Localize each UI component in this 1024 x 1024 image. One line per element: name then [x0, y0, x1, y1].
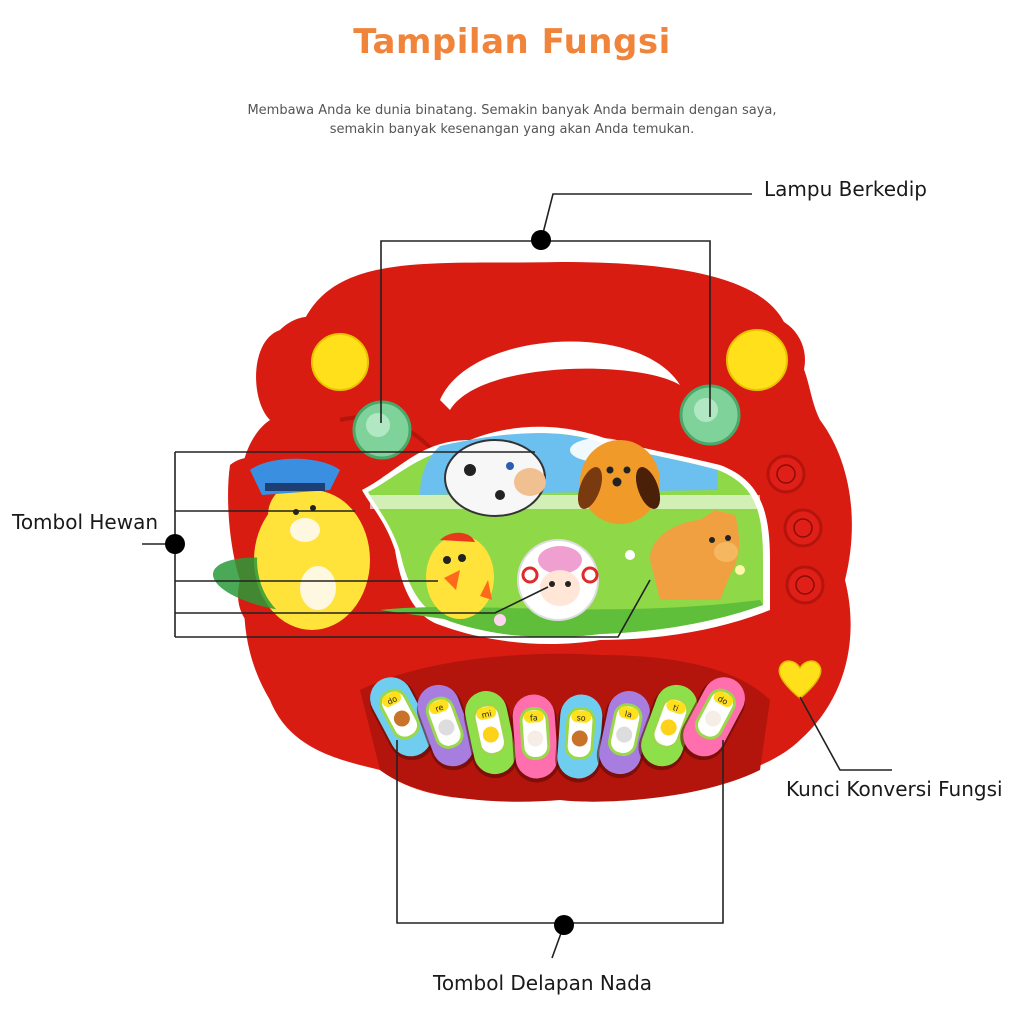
subtitle-line-2: semakin banyak kesenangan yang akan Anda… — [329, 122, 695, 137]
page-title: Tampilan Fungsi — [353, 22, 671, 62]
key-note-label: re — [434, 703, 445, 714]
page-subtitle: Membawa Anda ke dunia binatang. Semakin … — [200, 101, 824, 139]
cow-icon — [438, 719, 455, 736]
horse-button[interactable] — [650, 510, 740, 600]
key-note-label: so — [576, 713, 586, 723]
sheep-icon — [705, 710, 722, 727]
subtitle-line-1: Membawa Anda ke dunia binatang. Semakin … — [247, 103, 777, 118]
key-note-label: ti — [672, 703, 680, 713]
chick-icon — [482, 726, 499, 743]
lampu-dot — [531, 230, 551, 250]
key-note-label: do — [386, 694, 399, 707]
sheep-button[interactable] — [517, 539, 599, 621]
heart-switch-icon[interactable] — [778, 660, 822, 699]
dog-button[interactable] — [573, 440, 665, 524]
key-note-label: do — [716, 694, 729, 707]
key-note-label: fa — [530, 713, 538, 723]
yellow-light-left[interactable] — [311, 333, 369, 391]
chick-icon — [660, 719, 677, 736]
piano-key-8[interactable]: do — [672, 669, 754, 768]
callout-eight-note-buttons: Tombol Delapan Nada — [433, 971, 653, 995]
chick-button[interactable] — [426, 532, 494, 619]
yellow-light-right[interactable] — [726, 329, 788, 391]
cow-button[interactable] — [444, 439, 546, 517]
piano-key-3[interactable]: mi — [459, 687, 522, 783]
piano-key-1[interactable]: do — [361, 669, 443, 768]
side-button-1[interactable] — [766, 454, 806, 494]
nada-dot — [554, 915, 574, 935]
key-note-label: mi — [481, 709, 493, 720]
callout-animal-buttons: Tombol Hewan — [12, 510, 159, 534]
bear-button[interactable] — [209, 458, 370, 630]
piano-key-6[interactable]: la — [593, 687, 656, 783]
dog-icon — [571, 730, 588, 747]
piano-key-5[interactable]: so — [554, 693, 606, 784]
cow-icon — [616, 726, 633, 743]
key-note-label: la — [624, 709, 633, 719]
callout-function-switch: Kunci Konversi Fungsi — [786, 777, 1003, 801]
piano-key-2[interactable]: re — [410, 678, 483, 776]
side-button-3[interactable] — [785, 565, 825, 605]
dog-icon — [393, 710, 410, 727]
hewan-dot — [165, 534, 185, 554]
piano-key-7[interactable]: ti — [632, 678, 705, 776]
side-buttons — [766, 454, 825, 605]
piano-key-4[interactable]: fa — [509, 693, 561, 784]
callout-flashing-lights: Lampu Berkedip — [764, 177, 927, 201]
side-button-2[interactable] — [783, 508, 823, 548]
sheep-icon — [527, 730, 544, 747]
piano-keys: do re mi fa so la ti do — [361, 669, 754, 784]
